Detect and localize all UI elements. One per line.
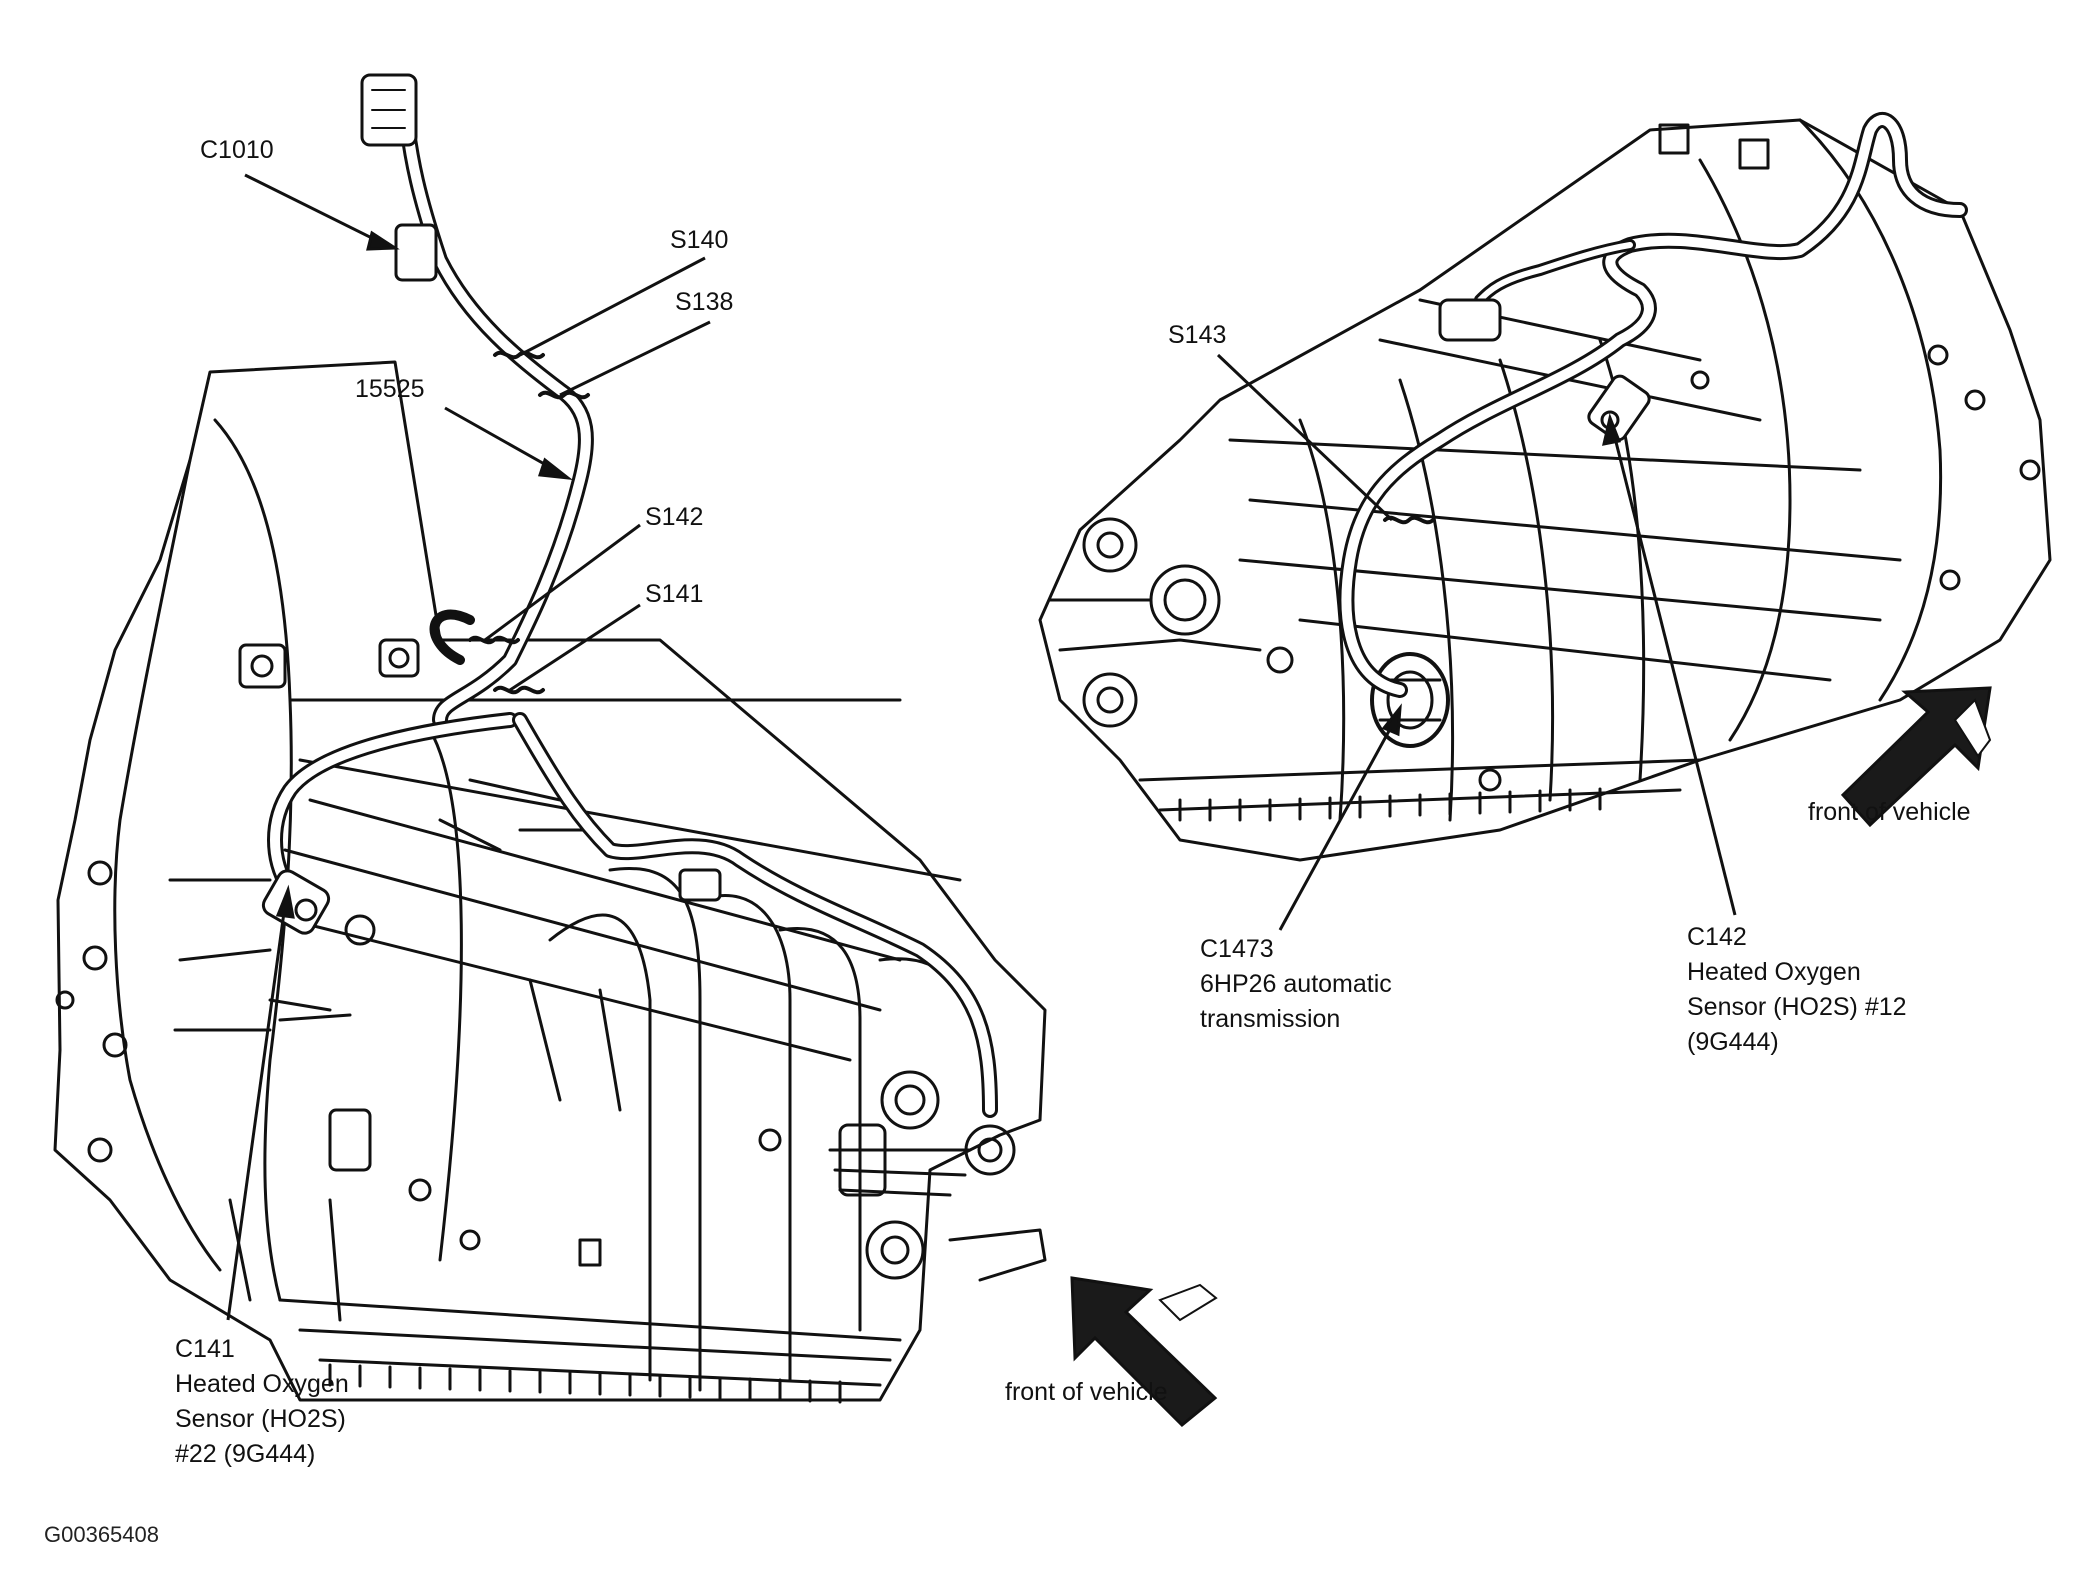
arrow-up-right-icon bbox=[1840, 686, 1992, 828]
label-c141-line-3: Sensor (HO2S) bbox=[175, 1405, 346, 1433]
label-c142-line-1: C142 bbox=[1687, 923, 1747, 951]
leader-s143 bbox=[1216, 353, 1394, 522]
label-s141: S141 bbox=[645, 580, 704, 608]
label-front-of-vehicle-right: front of vehicle bbox=[1808, 798, 1971, 826]
label-15525: 15525 bbox=[355, 375, 425, 403]
right-wiring-harness bbox=[1338, 112, 1968, 698]
label-c1010: C1010 bbox=[200, 136, 274, 164]
label-c142: C142 Heated Oxygen Sensor (HO2S) #12 (9G… bbox=[1687, 920, 1907, 1060]
leader-c1473 bbox=[1278, 719, 1397, 931]
label-c1473-line-1: C1473 bbox=[1200, 935, 1274, 963]
leader-lines bbox=[226, 173, 1737, 1321]
leader-c1010 bbox=[244, 173, 383, 245]
leader-c142-arrowhead bbox=[1602, 412, 1622, 446]
leader-c1473-arrowhead bbox=[1381, 703, 1402, 737]
label-s140: S140 bbox=[670, 226, 729, 254]
figure-id: G00365408 bbox=[44, 1522, 159, 1547]
leader-s140 bbox=[519, 256, 706, 357]
label-c141: C141 Heated Oxygen Sensor (HO2S) #22 (9G… bbox=[175, 1332, 349, 1472]
label-c141-line-2: Heated Oxygen bbox=[175, 1370, 349, 1398]
label-s142: S142 bbox=[645, 503, 704, 531]
leader-s142 bbox=[484, 523, 641, 642]
arrow-up-left-icon bbox=[1070, 1276, 1218, 1428]
leader-c141 bbox=[226, 904, 287, 1321]
label-c141-line-4: #22 (9G444) bbox=[175, 1440, 316, 1468]
label-c142-line-3: Sensor (HO2S) #12 bbox=[1687, 993, 1907, 1021]
label-c141-line-1: C141 bbox=[175, 1335, 235, 1363]
label-c142-line-4: (9G444) bbox=[1687, 1028, 1779, 1056]
label-c142-line-2: Heated Oxygen bbox=[1687, 958, 1861, 986]
label-c1473-line-2: 6HP26 automatic bbox=[1200, 970, 1392, 998]
leader-15525-arrowhead bbox=[537, 457, 574, 481]
leader-s138 bbox=[559, 320, 711, 397]
label-c1473-line-3: transmission bbox=[1200, 1005, 1341, 1033]
left-transmission bbox=[53, 360, 1047, 1404]
left-wiring-harness bbox=[261, 73, 998, 1118]
label-c1473: C1473 6HP26 automatic transmission bbox=[1200, 932, 1392, 1037]
label-s138: S138 bbox=[675, 288, 734, 316]
label-s143: S143 bbox=[1168, 321, 1227, 349]
label-front-of-vehicle-left: front of vehicle bbox=[1005, 1378, 1168, 1406]
leader-15525 bbox=[444, 406, 556, 472]
leader-c142 bbox=[1611, 429, 1737, 916]
leader-c1010-arrowhead bbox=[366, 230, 400, 251]
leader-s141 bbox=[509, 603, 641, 692]
leader-c141-arrowhead bbox=[275, 884, 295, 919]
